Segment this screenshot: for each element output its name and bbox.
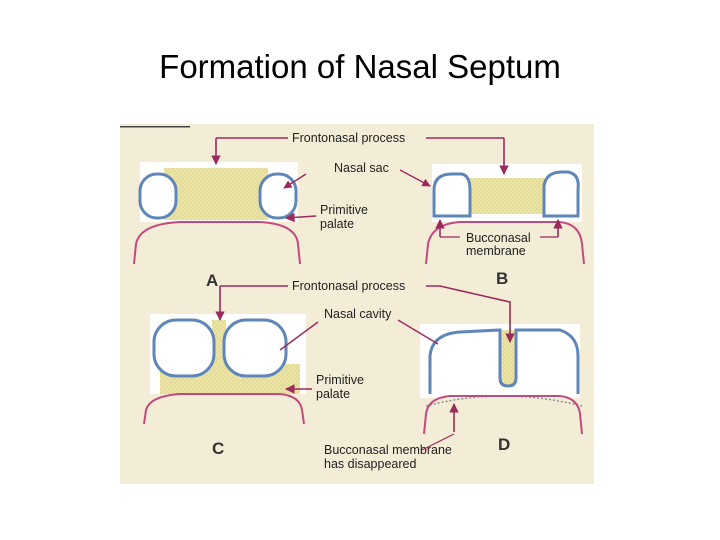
panel-label-b: B — [496, 269, 508, 288]
label-nasal-cavity: Nasal cavity — [324, 307, 392, 321]
label-bucconasal-disappeared-line2: has disappeared — [324, 457, 416, 471]
panel-a-left-nasal-sac — [138, 172, 178, 220]
panel-a-right-nasal-sac — [258, 172, 298, 220]
panel-b-nasal-sac-pointer — [399, 169, 431, 187]
panel-a-frontonasal-tissue — [164, 168, 268, 220]
label-bucconasal-disappeared-line1: Bucconasal membrane — [324, 443, 452, 457]
label-bucconasal-disappeared-leader — [421, 433, 455, 451]
label-nasal-sac: Nasal sac — [334, 161, 389, 175]
label-bucconasal-membrane-line1: Bucconasal — [466, 231, 531, 245]
label-bucconasal-membrane-line2: membrane — [466, 244, 526, 258]
panel-a-oral-mucosa — [133, 221, 301, 265]
panel-c-oral-mucosa — [143, 393, 305, 425]
label-primitive-palate-c-line2: palate — [316, 387, 350, 401]
panel-c-septum — [212, 320, 226, 376]
label-primitive-palate-c-line1: Primitive — [316, 373, 364, 387]
label-frontonasal-process-mid: Frontonasal process — [292, 279, 405, 293]
label-primitive-palate-a-line1: Primitive — [320, 203, 368, 217]
panel-d-nasal-cavity-pointer — [397, 319, 439, 345]
panel-a: A — [133, 138, 317, 290]
panel-d-frontonasal-connector — [426, 285, 511, 332]
slide-title: Formation of Nasal Septum — [159, 48, 561, 85]
panel-label-c: C — [212, 439, 224, 458]
panel-a-primitive-palate-arrow — [285, 212, 317, 223]
panel-b-left-nasal-sac — [432, 172, 472, 218]
panel-c-right-nasal-cavity — [222, 318, 288, 378]
panel-b-oral-mucosa — [425, 221, 585, 265]
panel-c-left-nasal-cavity — [152, 318, 216, 378]
label-primitive-palate-a-line2: palate — [320, 217, 354, 231]
panel-label-a: A — [206, 271, 218, 290]
panel-a-nasal-sac-pointer — [283, 173, 307, 189]
figure-top-rule — [120, 126, 190, 128]
panel-label-d: D — [498, 435, 510, 454]
panel-d-nasal-cavity-outline — [428, 328, 580, 394]
panel-d-septum — [500, 330, 516, 386]
panel-d: D — [397, 285, 583, 454]
panel-d-oral-mucosa — [423, 395, 583, 435]
panel-c-nasal-cavity-pointer — [279, 321, 319, 351]
panel-b-right-nasal-sac — [542, 170, 580, 218]
septum-diagram: A B C — [120, 124, 594, 484]
panel-c: C — [143, 285, 319, 458]
panel-b: B — [399, 138, 585, 288]
label-frontonasal-process-top: Frontonasal process — [292, 131, 405, 145]
panel-b-frontonasal-tissue — [460, 178, 552, 214]
